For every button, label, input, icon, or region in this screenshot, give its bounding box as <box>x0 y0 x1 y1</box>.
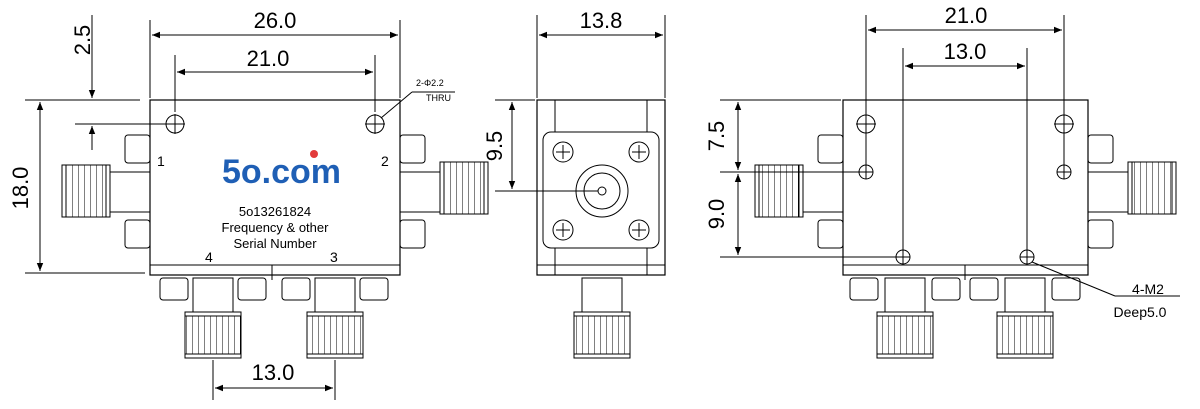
dim-back-inner: 13.0 <box>944 39 987 64</box>
port-1-label: 1 <box>157 153 165 169</box>
thread-note-depth: Deep5.0 <box>1114 304 1167 320</box>
port-4-label: 4 <box>205 249 213 265</box>
label-frequency: Frequency & other <box>222 220 330 235</box>
part-number: 5o13261824 <box>239 204 311 219</box>
port-3-label: 3 <box>330 249 338 265</box>
dim-back-outer: 21.0 <box>945 3 988 28</box>
port-2-label: 2 <box>381 153 389 169</box>
dim-overall-width: 26.0 <box>254 8 297 33</box>
front-view: 1 2 4 3 5o.com 5o13261824 Frequency & ot… <box>8 8 489 400</box>
sma-connector-left <box>61 134 151 249</box>
sma-connector-bottom-left <box>159 277 267 359</box>
sma-connector-bottom-right <box>281 277 389 359</box>
connector-flange <box>542 131 660 249</box>
label-serial: Serial Number <box>233 236 317 251</box>
dim-hole-offset: 2.5 <box>70 25 95 56</box>
back-view: 21.0 13.0 7.5 9.0 4-M2 Deep5.0 <box>704 3 1180 359</box>
dim-body-height: 18.0 <box>8 167 33 210</box>
dim-connector-height: 9.5 <box>482 131 507 162</box>
mounting-hole-right <box>365 114 385 134</box>
hole-note-thru: THRU <box>426 93 451 103</box>
thread-note-size: 4-M2 <box>1132 281 1164 297</box>
sma-connector-right <box>399 134 489 249</box>
hole-note-size: 2-Φ2.2 <box>416 78 444 88</box>
dim-port-spacing: 13.0 <box>252 360 295 385</box>
dim-side-width: 13.8 <box>580 8 623 33</box>
logo-dot <box>310 150 318 158</box>
side-view: 13.8 9.5 <box>482 8 666 359</box>
dim-back-vertical-bottom: 9.0 <box>704 199 729 230</box>
back-body <box>842 99 1089 276</box>
dim-hole-spacing: 21.0 <box>247 46 290 71</box>
brand-logo: 5o.com <box>222 153 341 191</box>
mounting-hole-left <box>165 114 185 134</box>
dim-back-vertical-top: 7.5 <box>704 121 729 152</box>
front-body <box>149 99 401 276</box>
